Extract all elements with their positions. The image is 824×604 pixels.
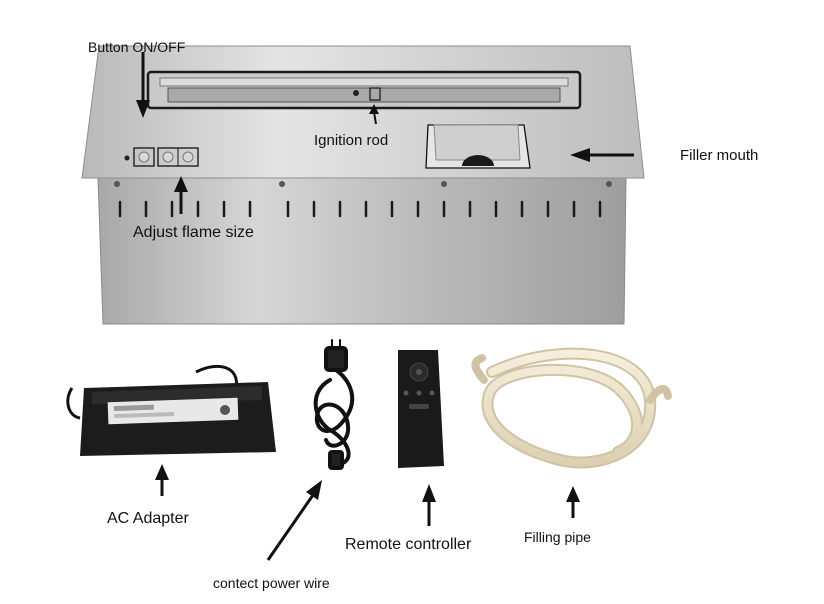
plus-icon [182, 151, 194, 163]
label-remote-controller: Remote controller [345, 536, 472, 553]
filler-mouth [425, 124, 531, 169]
screw-icon [606, 181, 612, 187]
filling-pipe [471, 347, 672, 469]
pointer-arrows [136, 52, 634, 561]
label-filling-pipe: Filling pipe [524, 529, 591, 545]
on-off-button [133, 147, 155, 167]
screw-icon [279, 181, 285, 187]
vent-slots [118, 200, 602, 218]
burner-top-plate [81, 45, 645, 187]
adapter-sticker [107, 397, 239, 425]
remote-controller [398, 350, 444, 468]
label-adjust-flame-size: Adjust flame size [133, 224, 254, 241]
label-power-wire: contect power wire [213, 575, 330, 591]
power-icon [138, 151, 150, 163]
power-wire [313, 339, 355, 470]
ac-adapter [66, 364, 276, 456]
label-ac-adapter: AC Adapter [107, 510, 189, 527]
label-filler-mouth: Filler mouth [680, 147, 759, 164]
ignition-rod-icon [353, 90, 359, 96]
screw-icon [441, 181, 447, 187]
label-ignition-rod: Ignition rod [314, 132, 389, 149]
minus-icon [162, 151, 174, 163]
burner-body [97, 177, 627, 325]
label-button-on-off: Button ON/OFF [88, 39, 186, 55]
screw-icon [114, 181, 120, 187]
